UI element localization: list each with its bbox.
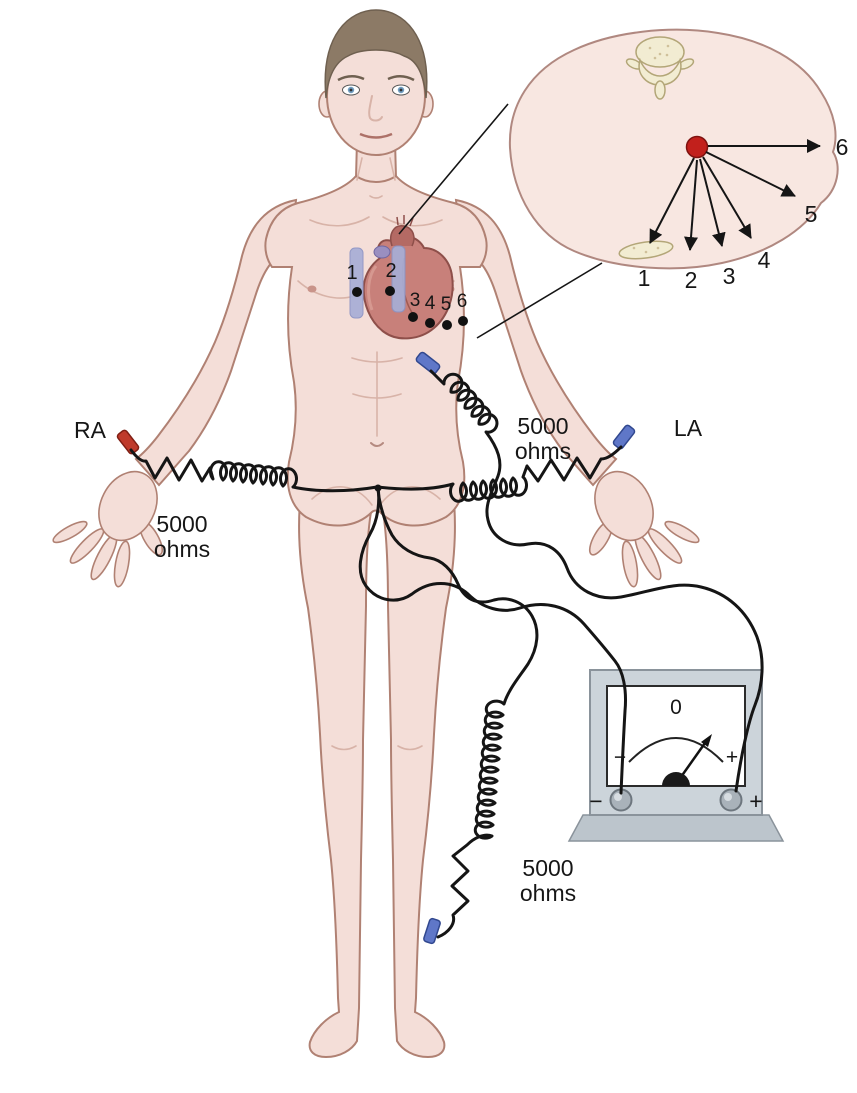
chest-dot-3 <box>408 312 418 322</box>
meter-scale-plus: + <box>726 746 738 769</box>
eyebrow-left <box>387 75 415 82</box>
meter-scale-zero: 0 <box>670 696 682 719</box>
resistor-leg-value: 5000 <box>522 855 573 881</box>
lead-wires <box>129 369 764 939</box>
thorax-section <box>508 28 839 270</box>
resistor-ra-value: 5000 <box>156 511 207 537</box>
sternum-strip-left <box>349 247 364 319</box>
resistor-la-unit: ohms <box>515 438 571 464</box>
chest-electrode-numbers: 1 2 3 4 5 6 <box>346 260 467 315</box>
chest-number-3: 3 <box>410 290 421 311</box>
inset-number-5: 5 <box>805 201 818 227</box>
meter-base <box>567 814 785 842</box>
electrode-la <box>612 424 636 450</box>
inset-number-3: 3 <box>723 263 736 289</box>
chest-dot-6 <box>458 316 468 326</box>
wire-chest <box>429 369 764 793</box>
heart-highlight <box>367 265 378 311</box>
central-terminal-junction <box>374 484 382 492</box>
torso <box>264 174 488 527</box>
inset-number-2: 2 <box>685 267 698 293</box>
left-arm <box>454 198 700 588</box>
mouth <box>359 132 393 139</box>
resistor-ra-unit: ohms <box>154 536 210 562</box>
aortic-branches <box>396 215 414 227</box>
inset-number-1: 1 <box>638 265 651 291</box>
resistor-label-ra: 5000 ohms <box>154 511 210 562</box>
eyebrow-right <box>337 75 365 82</box>
left-hand <box>588 470 700 588</box>
chest-number-2: 2 <box>385 260 396 282</box>
nose <box>368 95 383 122</box>
wire-central-terminal-to-meter <box>358 485 627 795</box>
chest-dot-4 <box>425 318 435 328</box>
meter-terminal-plus-label: + <box>749 788 762 814</box>
meter-needle <box>662 734 712 786</box>
meter-terminal-minus-label: − <box>589 788 602 814</box>
eye-left <box>392 84 410 96</box>
chest-number-5: 5 <box>441 294 452 315</box>
label-la: LA <box>674 415 703 441</box>
heart-position-dot <box>685 135 709 159</box>
electrode-chest <box>415 351 441 375</box>
head <box>324 9 428 156</box>
inset-cross-section: 1 2 3 4 5 6 <box>398 28 849 339</box>
meter-dial <box>606 685 746 787</box>
wire-left-leg <box>376 488 539 939</box>
chest-number-1: 1 <box>346 262 357 284</box>
arrow-5 <box>705 151 796 197</box>
chest-dot-2 <box>385 286 395 296</box>
wire-la <box>376 445 623 503</box>
pulmonary-trunk <box>373 245 391 259</box>
pointer-line-heart <box>398 103 509 235</box>
nipple-right <box>307 285 317 293</box>
right-arm <box>52 198 298 588</box>
wire-ra <box>129 448 379 493</box>
chest-dot-1 <box>352 287 362 297</box>
meter-terminal-positive <box>719 788 743 812</box>
inset-number-4: 4 <box>758 247 771 273</box>
resistor-leg-unit: ohms <box>520 880 576 906</box>
arrow-3 <box>699 158 726 247</box>
galvanometer: 0 − + − + <box>567 669 785 842</box>
inset-position-numbers: 1 2 3 4 5 6 <box>638 134 849 293</box>
electrode-left-leg <box>423 917 441 945</box>
label-ra: RA <box>74 417 107 443</box>
vertebra-stipple <box>648 44 670 60</box>
arrow-2 <box>684 159 698 251</box>
chest-number-6: 6 <box>457 291 468 312</box>
pointer-line-chest <box>476 262 603 339</box>
hair <box>324 9 428 99</box>
electrode-ra <box>116 429 140 455</box>
resistor-la-value: 5000 <box>517 413 568 439</box>
chest-number-4: 4 <box>425 293 436 314</box>
arrow-4 <box>702 156 752 239</box>
patient-figure: 1 2 3 4 5 6 <box>52 9 700 1059</box>
heart: 1 2 3 4 5 6 <box>346 215 468 340</box>
right-hand <box>52 470 164 588</box>
chest-electrode-dots <box>352 286 468 330</box>
meter-terminal-negative <box>609 788 633 812</box>
chest-dot-5 <box>442 320 452 330</box>
vertebra <box>625 36 695 100</box>
sternum <box>618 240 674 260</box>
left-leg <box>381 465 456 1059</box>
inset-number-6: 6 <box>836 134 849 160</box>
resistor-label-leg: 5000 ohms <box>520 855 576 906</box>
eye-right <box>342 84 360 96</box>
sternum-strip-right <box>391 245 406 313</box>
right-leg <box>298 465 373 1059</box>
meter-scale-arc <box>628 737 724 763</box>
resistor-label-la: 5000 ohms <box>515 413 571 464</box>
aorta <box>390 225 415 247</box>
arrow-1 <box>649 157 695 244</box>
lead-direction-arrows <box>649 139 821 251</box>
